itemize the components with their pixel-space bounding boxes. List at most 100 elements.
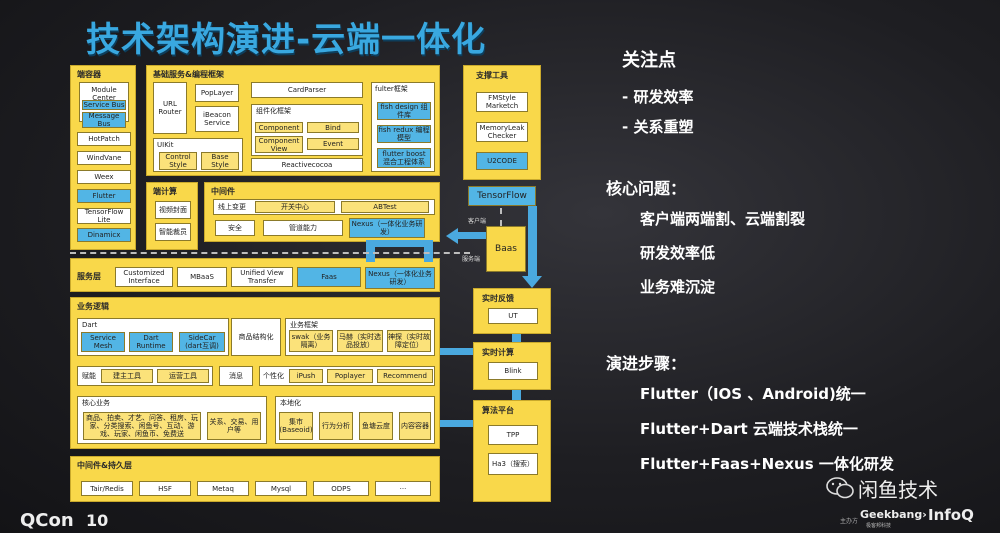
swak-box: swak（业务隔离）: [289, 330, 333, 352]
middleware-panel: 中间件 线上变更 开关中心 ABTest 安全 管道能力 Nexus（一体化业务…: [204, 182, 440, 242]
fish-redux-box: fish redux 编程模型: [377, 125, 431, 143]
base-services-title: 基础服务&编程框架: [153, 70, 224, 79]
u2code-box: U2CODE: [476, 152, 528, 170]
focus-title: 关注点: [622, 50, 676, 71]
geekbang-subtitle: 极客邦科技: [866, 523, 892, 529]
middleware-nexus-box: Nexus（一体化业务研发）: [349, 218, 425, 238]
security-box: 安全: [215, 220, 255, 236]
abtest-box: ABTest: [341, 201, 429, 213]
evolution-step-3: Flutter+Faas+Nexus 一体化研发: [640, 455, 894, 473]
base-style-box: Base Style: [201, 152, 239, 170]
content-container-box: 内容容器: [399, 412, 431, 440]
core-problems-title: 核心问题：: [606, 179, 687, 198]
infoq-logo: InfoQ: [928, 506, 974, 524]
relation-box: 关系、交易、用户等: [207, 412, 261, 440]
shentan-box: 神探（实时故障定位）: [387, 330, 431, 352]
flutter-box: Flutter: [77, 189, 131, 203]
dinamicx-box: Dinamicx: [77, 228, 131, 242]
core-problem-2: 研发效率低: [640, 244, 716, 262]
build-tools-box: 建主工具: [101, 369, 153, 383]
local-market-box: 集市(Baseoid): [279, 412, 313, 440]
blink-box: Blink: [488, 362, 538, 380]
ipush-box: iPush: [289, 369, 323, 383]
online-change-label: 线上变更: [218, 203, 246, 211]
bind-box: Bind: [307, 122, 359, 133]
fmstyle-box: FMStyle Marketch: [476, 92, 528, 112]
qcon-ten-text: 10: [85, 511, 109, 530]
ellipsis-box: ···: [375, 481, 431, 496]
support-tools-title: 支撑工具: [476, 71, 508, 80]
middleware-title: 中间件: [211, 187, 235, 196]
nexus-connector: [366, 240, 433, 247]
component-framework-label: 组件化框架: [256, 107, 291, 115]
uikit-label: UIKit: [157, 141, 174, 149]
poplayer-biz-box: Poplayer: [327, 369, 373, 383]
storage-title: 中间件&持久层: [77, 461, 132, 470]
pond-box: 鱼塘云度: [359, 412, 393, 440]
business-logic-title: 业务逻辑: [77, 302, 109, 311]
goods-structured-box: 商品结构化: [231, 318, 281, 356]
switch-center-box: 开关中心: [255, 201, 335, 213]
metaq-box: Metaq: [197, 481, 249, 496]
tair-redis-box: Tair/Redis: [81, 481, 133, 496]
realtime-feedback-title: 实时反馈: [482, 294, 514, 303]
support-tools-panel: 支撑工具 FMStyle Marketch MemoryLeak Checker…: [463, 65, 541, 180]
smart-crop-box: 智能裁员: [155, 223, 191, 241]
service-mesh-box: Service Mesh: [81, 332, 125, 352]
weex-box: Weex: [77, 170, 131, 184]
qcon-logo: QCon 10: [20, 510, 108, 531]
baas-box: Baas: [486, 226, 526, 272]
core-problem-3: 业务难沉淀: [640, 278, 716, 296]
video-cover-box: 视频封面: [155, 201, 191, 219]
edge-compute-title: 端计算: [153, 187, 177, 196]
component-box: Component: [255, 122, 303, 133]
mashu-box: 马赫（实时选品投放）: [337, 330, 383, 352]
unified-view-transfer-box: Unified View Transfer: [231, 267, 293, 287]
client-container-title: 端容器: [77, 70, 101, 79]
recommend-box: Recommend: [377, 369, 433, 383]
ibeacon-box: iBeacon Service: [195, 106, 239, 132]
biz-framework-label: 业务框架: [290, 321, 318, 329]
personalize-label: 个性化: [263, 372, 284, 380]
message-bus-box: Message Bus: [82, 112, 126, 128]
core-problem-1: 客户端两端割、云端割裂: [640, 210, 806, 228]
url-router-box: URL Router: [153, 82, 187, 134]
realtime-compute-panel: 实时计算 Blink: [473, 342, 551, 390]
base-services-panel: 基础服务&编程框架 URL Router PopLayer iBeacon Se…: [146, 65, 440, 176]
service-bus-box: Service Bus: [82, 100, 126, 110]
baas-left-arrow-head: [446, 228, 458, 244]
business-logic-panel: 业务逻辑 Dart Service Mesh Dart Runtime Side…: [70, 297, 440, 449]
qcon-logo-text: QCon: [20, 510, 74, 531]
realtime-feedback-panel: 实时反馈 UT: [473, 288, 551, 334]
realtime-compute-title: 实时计算: [482, 348, 514, 357]
tensorflow-box: TensorFlow: [468, 186, 536, 206]
slide-title: 技术架构演进-云端一体化: [86, 20, 487, 60]
dart-runtime-box: Dart Runtime: [129, 332, 173, 352]
component-view-box: Component View: [255, 136, 303, 153]
baas-dash-connector: [500, 208, 502, 226]
ha3-box: Ha3（搜索）: [488, 453, 538, 475]
geekbang-logo: Geekbang›: [860, 508, 927, 521]
client-server-divider: [70, 252, 470, 254]
feedback-compute-arrow: [512, 334, 521, 342]
pipeline-box: 管道能力: [263, 220, 343, 236]
flutter-boost-box: flutter boost 混合工程体系: [377, 148, 431, 168]
algo-to-logic-arrow: [440, 420, 473, 427]
compute-algo-arrow: [512, 390, 521, 400]
empower-label: 赋能: [82, 372, 96, 380]
memoryleak-box: MemoryLeak Checker: [476, 122, 528, 142]
reactivecocoa-box: Reactivecocoa: [251, 158, 363, 172]
ops-tools-box: 运营工具: [157, 369, 209, 383]
tensorflow-arrow-head: [522, 276, 542, 288]
algorithm-platform-title: 算法平台: [482, 406, 514, 415]
ut-box: UT: [488, 308, 538, 324]
storage-panel: 中间件&持久层 Tair/Redis HSF Metaq Mysql ODPS …: [70, 456, 440, 502]
focus-item-2: - 关系重塑: [622, 118, 694, 136]
hotpatch-box: HotPatch: [77, 132, 131, 146]
service-layer-panel: 服务层 Customized Interface MBaaS Unified V…: [70, 258, 440, 292]
windvane-box: WindVane: [77, 151, 131, 165]
client-side-label: 客户端: [468, 218, 487, 225]
evolution-steps-title: 演进步骤：: [606, 354, 687, 373]
module-center-label: Module Center: [91, 86, 117, 102]
localization-label: 本地化: [280, 399, 301, 407]
